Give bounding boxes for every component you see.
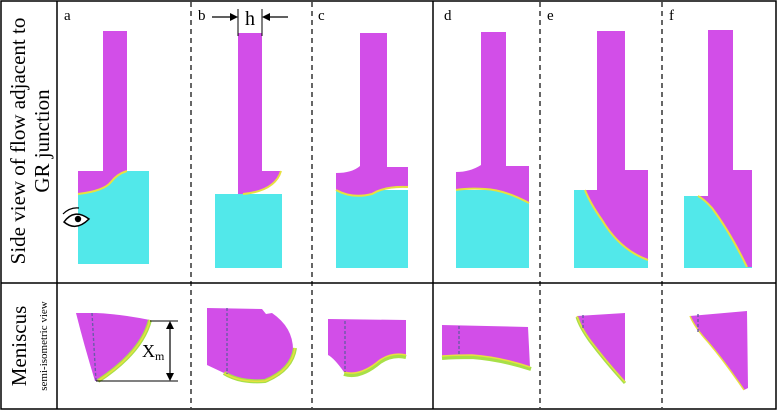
panel-b-side-view: h bbox=[212, 8, 288, 268]
row-label-semi-isometric: semi-isometric view bbox=[38, 301, 50, 391]
gas-region bbox=[215, 194, 282, 268]
meniscus-rim-inner bbox=[441, 354, 531, 368]
meniscus-rim bbox=[689, 315, 745, 391]
row-label-meniscus: Meniscus bbox=[7, 306, 31, 387]
row-label-top-line2: GR junction bbox=[30, 89, 54, 193]
eye-icon bbox=[62, 207, 91, 228]
panel-a-meniscus: Xm bbox=[76, 312, 178, 383]
panel-b-meniscus bbox=[207, 308, 297, 384]
panel-c-side-view bbox=[335, 33, 409, 268]
panel-d-meniscus bbox=[441, 325, 532, 371]
panel-e-side-view bbox=[574, 31, 649, 268]
interface-line bbox=[335, 185, 409, 197]
meniscus-height-label: Xm bbox=[142, 341, 165, 363]
panel-d-side-view bbox=[455, 32, 530, 268]
panel-a-side-view bbox=[62, 31, 149, 264]
meniscus-surface bbox=[690, 311, 748, 390]
liquid-region bbox=[456, 32, 529, 203]
liquid-region bbox=[78, 31, 127, 194]
panel-label-e: e bbox=[547, 8, 554, 24]
meniscus-rim-inner bbox=[223, 347, 296, 383]
interface-line bbox=[455, 187, 530, 204]
panel-label-b: b bbox=[198, 8, 206, 24]
meniscus-surface bbox=[442, 325, 530, 367]
meniscus-rim bbox=[343, 354, 407, 378]
interface-line bbox=[584, 189, 649, 261]
panel-label-c: c bbox=[318, 8, 325, 24]
meniscus-rim-inner bbox=[576, 315, 626, 383]
panel-f-meniscus bbox=[689, 311, 748, 391]
liquid-region bbox=[238, 33, 281, 194]
liquid-region bbox=[698, 30, 752, 267]
liquid-region bbox=[336, 33, 408, 196]
meniscus-rim-inner bbox=[343, 353, 407, 374]
meniscus-height-subscript: m bbox=[155, 349, 165, 363]
width-label: h bbox=[245, 8, 255, 30]
meniscus-rim-inner bbox=[97, 319, 151, 382]
meniscus-surface bbox=[207, 308, 294, 382]
meniscus-height-symbol: X bbox=[142, 341, 155, 361]
panel-label-f: f bbox=[669, 8, 674, 24]
interface-line bbox=[697, 195, 748, 268]
arrow-head-up bbox=[166, 321, 174, 329]
gas-region bbox=[336, 190, 408, 268]
wall-line bbox=[91, 312, 97, 382]
panel-c-meniscus bbox=[328, 319, 407, 378]
row-label-top-line1: Side view of flow adjacent to bbox=[6, 18, 30, 265]
interface-line bbox=[77, 170, 128, 195]
panel-label-d: d bbox=[444, 8, 452, 24]
panel-e-meniscus bbox=[575, 313, 627, 385]
meniscus-surface bbox=[328, 319, 406, 374]
interface-line bbox=[242, 170, 282, 195]
arrow-head-down bbox=[166, 373, 174, 381]
liquid-region bbox=[585, 31, 648, 260]
panel-f-side-view bbox=[684, 30, 752, 268]
gas-region bbox=[456, 190, 529, 268]
width-dimension: h bbox=[212, 8, 288, 36]
meniscus-rim bbox=[441, 354, 532, 371]
panel-label-a: a bbox=[64, 8, 71, 24]
meniscus-surface bbox=[577, 313, 625, 382]
